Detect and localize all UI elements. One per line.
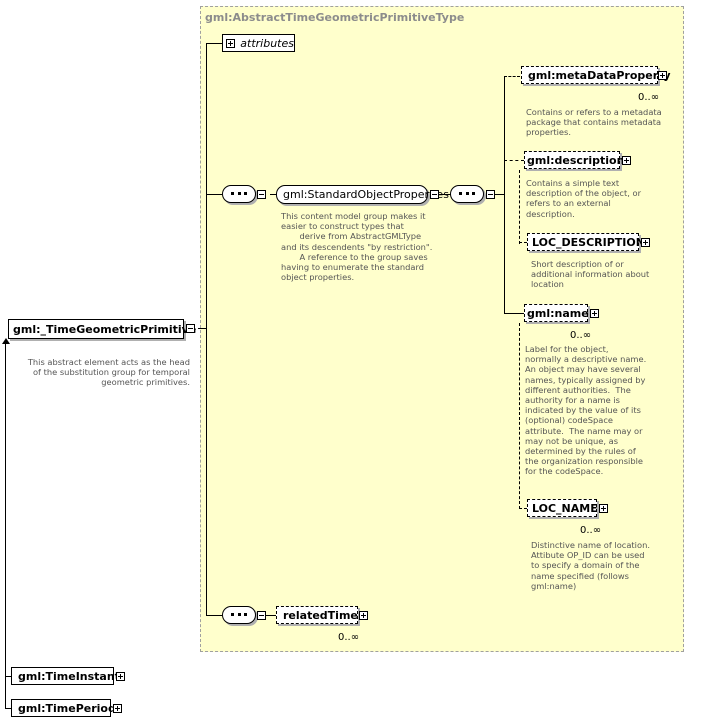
element-description: Contains a simple text description of th… xyxy=(526,178,641,219)
occurrence-label: 0..∞ xyxy=(638,92,660,103)
expand-icon[interactable] xyxy=(590,309,599,318)
group-description: This content model group makes it easier… xyxy=(281,211,433,283)
collapse-icon[interactable] xyxy=(186,324,195,333)
element-loc-description[interactable]: LOC_DESCRIPTION xyxy=(527,233,645,251)
connector-line xyxy=(256,615,276,616)
occurrence-label: 0..∞ xyxy=(580,525,602,536)
sequence-compositor[interactable] xyxy=(450,185,484,203)
connector-line xyxy=(270,194,278,195)
element-name[interactable]: gml:name xyxy=(524,304,589,322)
collapse-icon[interactable] xyxy=(257,190,266,199)
element-description: Label for the object, normally a descrip… xyxy=(525,344,647,477)
substitution-line xyxy=(5,676,11,677)
element-description: Short description of or additional infor… xyxy=(531,259,650,290)
element-label: LOC_DESCRIPTION xyxy=(532,235,645,249)
dashed-connector xyxy=(519,508,527,509)
element-label: gml:metaDataProperty xyxy=(528,68,671,82)
element-related-time[interactable]: relatedTime xyxy=(276,606,358,624)
connector-line xyxy=(504,76,505,313)
group-label: gml:StandardObjectProperties xyxy=(283,188,449,201)
type-container xyxy=(200,6,684,652)
connector-line xyxy=(430,194,452,195)
connector-line xyxy=(206,43,224,44)
expand-icon[interactable] xyxy=(226,38,235,48)
root-element-label: gml:_TimeGeometricPrimitive xyxy=(13,322,197,336)
connector-line xyxy=(206,615,222,616)
collapse-icon[interactable] xyxy=(257,611,266,620)
expand-icon[interactable] xyxy=(622,156,631,165)
element-loc-name[interactable]: LOC_NAME xyxy=(527,499,598,517)
container-title: gml:AbstractTimeGeometricPrimitiveType xyxy=(205,11,465,24)
substitution-line xyxy=(5,344,6,708)
expand-icon[interactable] xyxy=(359,611,368,620)
collapse-icon[interactable] xyxy=(486,190,495,199)
substitution-timeperiod[interactable]: gml:TimePeriod xyxy=(11,699,116,717)
group-box[interactable]: gml:StandardObjectProperties xyxy=(276,185,449,204)
element-metadataproperty[interactable]: gml:metaDataProperty xyxy=(521,66,671,84)
connector-line xyxy=(504,313,524,314)
expand-icon[interactable] xyxy=(599,504,608,513)
dashed-connector xyxy=(519,323,520,509)
sequence-compositor[interactable] xyxy=(222,185,256,203)
attributes-label: attributes xyxy=(240,36,294,50)
connector-line xyxy=(206,43,207,616)
element-label: gml:TimePeriod xyxy=(18,701,116,715)
element-label: relatedTime xyxy=(283,608,358,622)
connector-line xyxy=(198,328,206,329)
dashed-connector xyxy=(504,76,520,77)
dashed-connector xyxy=(519,242,527,243)
connector-line xyxy=(206,194,222,195)
connector-line xyxy=(494,194,504,195)
root-description: This abstract element acts as the head o… xyxy=(27,357,190,388)
sequence-compositor[interactable] xyxy=(222,606,256,624)
substitution-timeinstant[interactable]: gml:TimeInstant xyxy=(11,667,120,685)
element-description: Contains or refers to a metadata package… xyxy=(526,107,662,138)
dashed-connector xyxy=(504,160,524,161)
attributes-box[interactable]: attributes xyxy=(222,34,295,52)
expand-icon[interactable] xyxy=(116,672,125,681)
expand-icon[interactable] xyxy=(113,704,122,713)
arrow-up-icon xyxy=(2,338,10,344)
expand-icon[interactable] xyxy=(641,238,650,247)
element-label: gml:TimeInstant xyxy=(18,669,120,683)
element-description: Distinctive name of location. Attibute O… xyxy=(531,540,650,591)
expand-icon[interactable] xyxy=(658,71,667,80)
element-label: gml:description xyxy=(527,153,625,167)
substitution-line xyxy=(5,708,11,709)
collapse-icon[interactable] xyxy=(430,190,439,199)
element-label: LOC_NAME xyxy=(532,501,598,515)
root-element-box[interactable]: gml:_TimeGeometricPrimitive xyxy=(8,319,196,339)
dashed-connector xyxy=(519,170,520,244)
element-description-box[interactable]: gml:description xyxy=(524,151,624,169)
occurrence-label: 0..∞ xyxy=(570,330,592,341)
occurrence-label: 0..∞ xyxy=(338,632,360,643)
element-label: gml:name xyxy=(527,306,589,320)
